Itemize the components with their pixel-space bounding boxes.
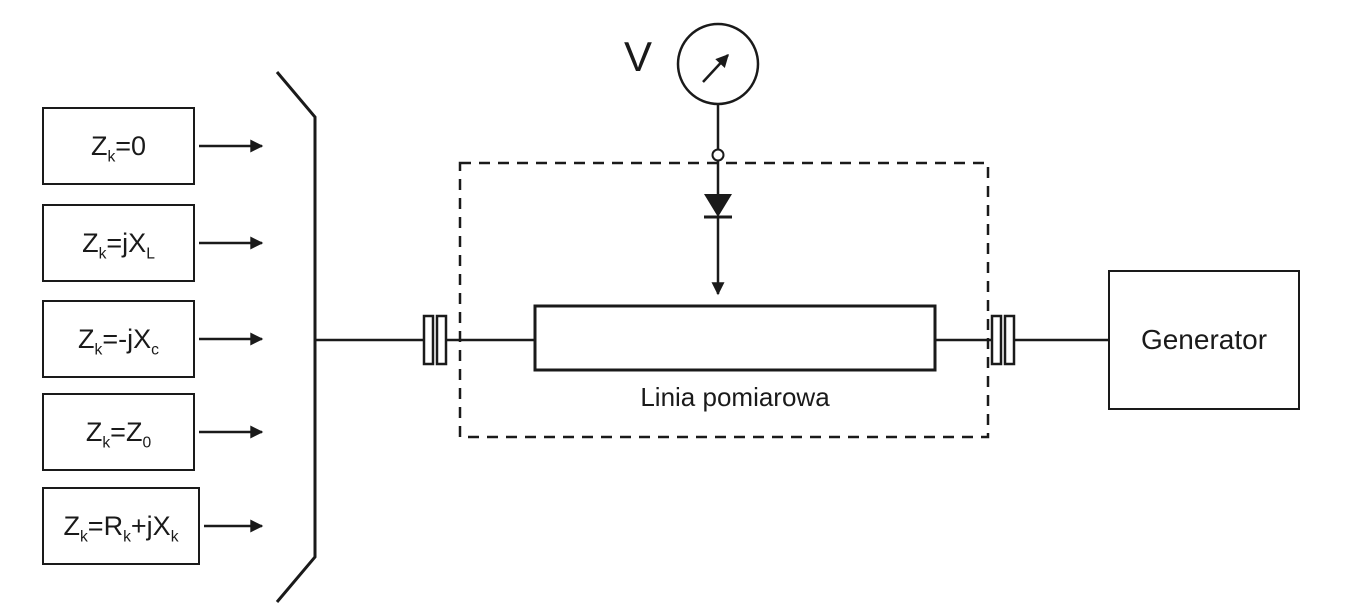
formula-subscript: L bbox=[146, 244, 155, 262]
load-formula-short: Zk=0 bbox=[90, 130, 147, 165]
load-box-short: Zk=0 bbox=[42, 107, 195, 185]
formula-segment: +jX bbox=[130, 510, 171, 541]
diode-icon bbox=[704, 194, 732, 219]
voltmeter-needle-icon bbox=[702, 54, 729, 83]
measurement-line-rect bbox=[533, 304, 937, 372]
formula-segment: =0 bbox=[115, 130, 147, 161]
load-formula-complex: Zk=Rk+jXk bbox=[63, 510, 179, 545]
measurement-section-boundary bbox=[458, 161, 990, 439]
voltmeter-icon bbox=[676, 22, 760, 106]
formula-subscript: k bbox=[107, 147, 116, 165]
load-formula-inductive: Zk=jXL bbox=[82, 227, 155, 262]
connector-left-icon bbox=[422, 314, 448, 366]
formula-segment: =jX bbox=[106, 227, 147, 258]
probe-terminal-icon bbox=[711, 148, 725, 162]
formula-subscript: k bbox=[123, 527, 131, 545]
load-box-capacitive: Zk=-jXc bbox=[42, 300, 195, 378]
measurement-line-label: Linia pomiarowa bbox=[640, 382, 830, 412]
load-formula-capacitive: Zk=-jXc bbox=[78, 323, 159, 358]
formula-segment: Z bbox=[90, 130, 108, 161]
load-box-complex: Zk=Rk+jXk bbox=[42, 487, 200, 565]
generator-box: Generator bbox=[1108, 270, 1300, 410]
formula-subscript: k bbox=[170, 527, 179, 545]
formula-segment: Z bbox=[82, 227, 99, 258]
formula-subscript: 0 bbox=[142, 433, 152, 451]
voltmeter-label: V bbox=[624, 33, 653, 80]
grouping-bracket bbox=[275, 71, 317, 603]
formula-segment: Z bbox=[63, 510, 80, 541]
formula-subscript: k bbox=[102, 433, 111, 451]
generator-label: Generator bbox=[1140, 324, 1268, 355]
formula-segment: Z bbox=[85, 416, 103, 447]
formula-segment: =R bbox=[87, 510, 124, 541]
formula-segment: =-jX bbox=[102, 323, 152, 354]
load-box-matched: Zk=Z0 bbox=[42, 393, 195, 471]
connector-right-icon bbox=[990, 314, 1016, 366]
formula-subscript: k bbox=[98, 244, 107, 262]
formula-segment: =Z bbox=[110, 416, 143, 447]
formula-subscript: k bbox=[94, 340, 103, 358]
load-formula-matched: Zk=Z0 bbox=[85, 416, 152, 451]
formula-segment: Z bbox=[78, 323, 95, 354]
load-box-inductive: Zk=jXL bbox=[42, 204, 195, 282]
formula-subscript: c bbox=[151, 340, 159, 358]
formula-subscript: k bbox=[79, 527, 88, 545]
